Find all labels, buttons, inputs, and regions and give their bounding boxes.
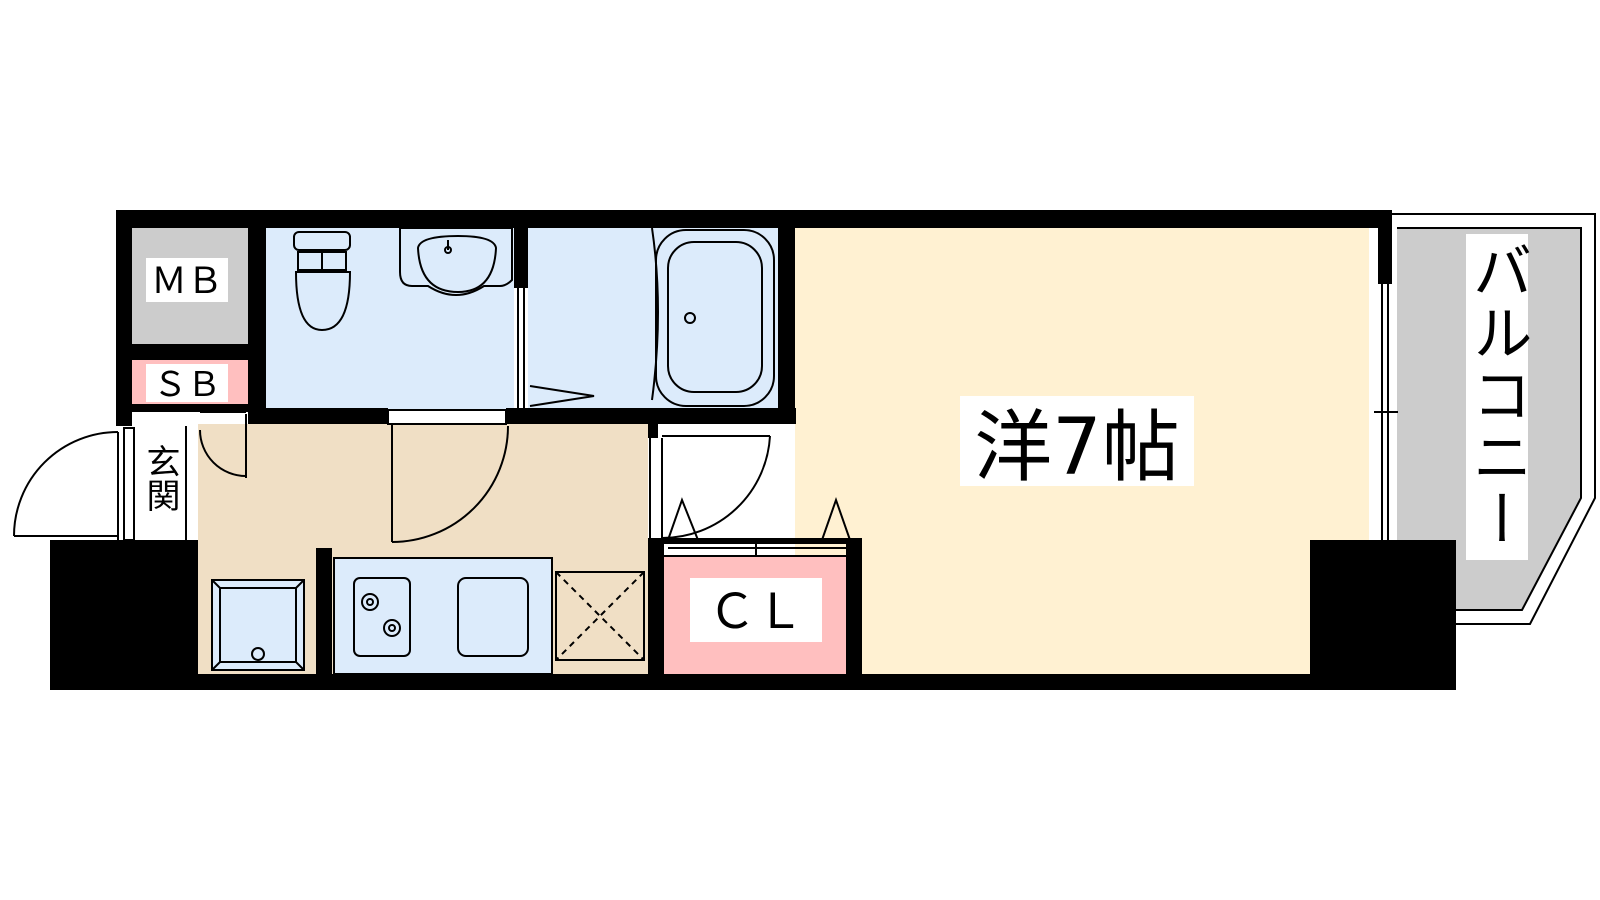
balcony-railing-inner (1397, 227, 1582, 611)
washing-machine-pan-icon (211, 579, 305, 671)
entrance-door[interactable] (13, 427, 135, 541)
sb-label: ＳＢ (153, 365, 221, 405)
wash-basin-icon (399, 227, 513, 296)
western-room-label: 洋7帖 (974, 403, 1180, 493)
bath-door[interactable] (517, 288, 595, 410)
toilet-floor (266, 226, 514, 409)
toilet-door[interactable] (387, 409, 509, 543)
balcony-railing (1392, 213, 1596, 625)
western-door[interactable] (649, 435, 771, 540)
sink-icon (457, 577, 529, 657)
refrigerator-space-icon (555, 571, 645, 661)
bath-floor (528, 226, 778, 409)
sb-door[interactable] (185, 411, 247, 540)
bathtub-icon (651, 227, 775, 407)
toilet-icon (293, 231, 352, 332)
closet-doors[interactable] (664, 496, 851, 557)
entrance-label: 玄関 (140, 444, 180, 512)
walls (50, 210, 1456, 690)
balcony-label: バルコニー (1462, 240, 1532, 550)
stove-icon (353, 577, 411, 657)
closet-label: ＣＬ (708, 584, 804, 640)
mb-label: ＭＢ (151, 261, 223, 302)
